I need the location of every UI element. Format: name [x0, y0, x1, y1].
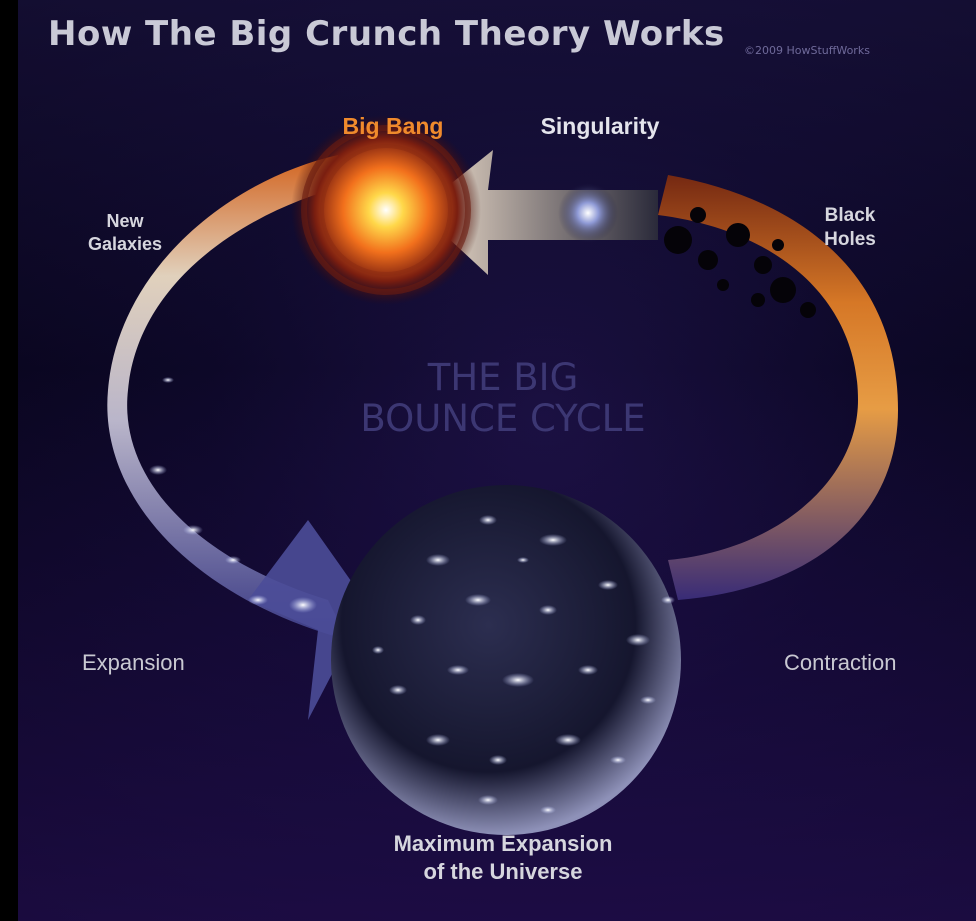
label-black-holes-line2: Holes	[824, 228, 876, 250]
label-singularity: Singularity	[540, 113, 660, 139]
label-new-galaxies-line2: Galaxies	[87, 233, 163, 254]
bounce-cycle-graphic	[107, 115, 898, 835]
label-new-galaxies: New Galaxies	[70, 210, 180, 255]
copyright-notice: ©2009 HowStuffWorks	[744, 44, 870, 57]
singularity-point	[558, 183, 618, 243]
label-max-expansion: Maximum Expansion of the Universe	[318, 830, 688, 885]
black-holes-cluster	[664, 207, 816, 318]
label-big-bang: Big Bang	[342, 113, 444, 139]
page-title: How The Big Crunch Theory Works	[48, 14, 725, 54]
expansion-arrow	[248, 520, 368, 720]
bounce-cycle-line2: BOUNCE CYCLE	[360, 396, 646, 440]
label-contraction: Contraction	[784, 650, 897, 675]
sphere-galaxies	[372, 515, 675, 814]
label-expansion: Expansion	[82, 650, 185, 675]
label-new-galaxies-line1: New	[106, 211, 144, 231]
label-black-holes-line1: Black	[824, 205, 876, 226]
universe-sphere	[331, 485, 681, 835]
contraction-band	[658, 175, 898, 600]
label-black-holes: Black Holes	[800, 204, 900, 252]
bounce-arrow	[418, 150, 658, 275]
label-max-expansion-line2: of the Universe	[423, 858, 583, 884]
diagram-frame: How The Big Crunch Theory Works ©2009 Ho…	[18, 0, 976, 921]
bounce-cycle-line1: THE BIG	[427, 356, 579, 399]
big-bang-glow	[291, 115, 481, 305]
expansion-band	[107, 155, 348, 640]
band-galaxies	[149, 377, 317, 613]
label-max-expansion-line1: Maximum Expansion	[393, 831, 613, 856]
bounce-cycle-heading: THE BIG BOUNCE CYCLE	[328, 356, 678, 440]
